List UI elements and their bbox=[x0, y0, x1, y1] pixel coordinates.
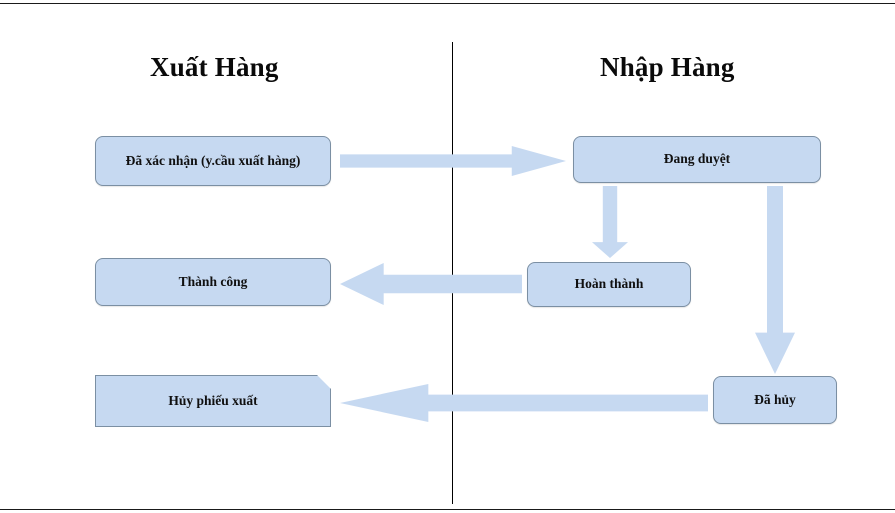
arrow-confirmed-to-approving bbox=[340, 146, 566, 176]
arrow-cancelled-to-voided bbox=[340, 384, 708, 422]
lane-title-export: Xuất Hàng bbox=[150, 52, 279, 82]
node-label: Đang duyệt bbox=[663, 151, 731, 167]
node-dang-duyet[interactable]: Đang duyệt bbox=[573, 136, 821, 183]
snipped-corner-shape bbox=[95, 375, 331, 427]
node-huy-phieu-xuat[interactable]: Hủy phiếu xuất bbox=[95, 375, 331, 427]
arrow-completed-to-success bbox=[340, 263, 522, 305]
node-da-huy[interactable]: Đã hủy bbox=[713, 376, 837, 424]
node-label: Đã xác nhận (y.cầu xuất hàng) bbox=[125, 152, 301, 168]
node-thanh-cong[interactable]: Thành công bbox=[95, 258, 331, 306]
page-bottom-rule bbox=[0, 509, 895, 510]
lane-title-import: Nhập Hàng bbox=[600, 52, 735, 82]
node-label: Hoàn thành bbox=[574, 276, 644, 292]
node-da-xac-nhan[interactable]: Đã xác nhận (y.cầu xuất hàng) bbox=[95, 136, 331, 186]
node-label: Hủy phiếu xuất bbox=[168, 392, 258, 408]
page-top-rule bbox=[0, 3, 895, 4]
arrow-approving-to-cancelled bbox=[755, 186, 795, 374]
arrow-approving-to-completed bbox=[592, 186, 628, 258]
lane-divider-line bbox=[452, 42, 453, 504]
node-hoan-thanh[interactable]: Hoàn thành bbox=[527, 262, 691, 307]
node-label: Đã hủy bbox=[754, 391, 796, 407]
node-label: Thành công bbox=[178, 273, 248, 289]
